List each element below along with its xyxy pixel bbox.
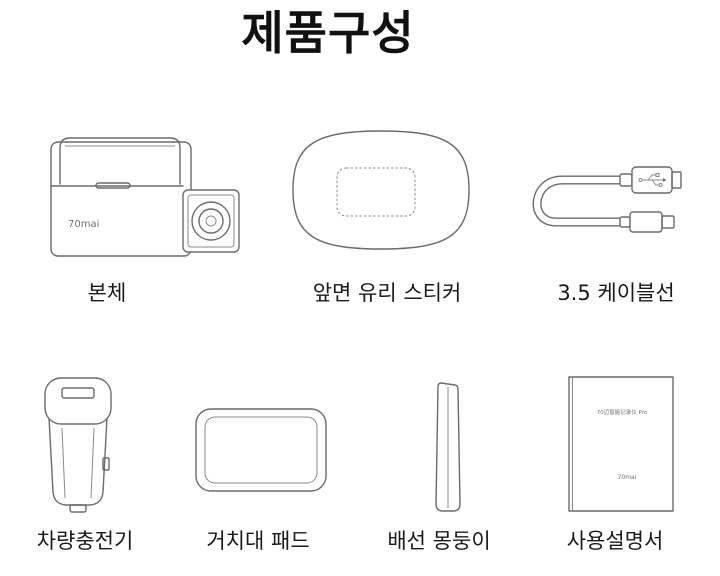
- component-user-manual: 70迈智能记录仪 Pro 70mai 사용설명서: [565, 374, 677, 553]
- pad-inner: [204, 416, 318, 484]
- component-label: 3.5 케이블선: [557, 281, 675, 305]
- charger-head: [44, 377, 112, 425]
- cable-wire: [532, 175, 622, 227]
- pry-tool-icon: [435, 382, 461, 512]
- mount-pad-icon: [195, 408, 327, 492]
- page-title: 제품구성: [241, 6, 415, 60]
- component-usb-cable: 3.5 케이블선: [522, 150, 684, 305]
- charger-side-contact: [102, 457, 110, 471]
- usb-a-plug: [619, 166, 682, 194]
- charger-tip: [69, 504, 87, 513]
- component-dashcam-body: 70mai 본체: [48, 132, 243, 305]
- component-label: 사용설명서: [566, 529, 664, 553]
- component-windshield-sticker: 앞면 유리 스티커: [288, 126, 474, 305]
- user-manual-icon: 70迈智能记录仪 Pro 70mai: [568, 376, 674, 512]
- component-pry-tool: 배선 몽둥이: [387, 378, 491, 553]
- dashcam-body-icon: 70mai: [50, 137, 240, 257]
- usb-cable-icon: [532, 166, 682, 233]
- camera-module: [182, 189, 240, 253]
- sticker-adhesive-area: [336, 167, 416, 217]
- component-label: 차량충전기: [36, 529, 134, 553]
- dashcam-mount: [59, 137, 181, 185]
- component-label: 배선 몽둥이: [387, 529, 491, 553]
- dashcam-housing: [50, 141, 192, 257]
- manual-cover: [568, 376, 674, 512]
- dashcam-slot: [95, 182, 131, 189]
- car-charger-icon: [44, 377, 112, 513]
- sticker-outline: [292, 130, 470, 250]
- dashcam-logo: 70mai: [68, 219, 99, 230]
- camera-lens: [191, 201, 231, 241]
- component-mount-pad: 거치대 패드: [192, 405, 330, 553]
- manual-cover-title: 70迈智能记录仪 Pro: [597, 408, 648, 416]
- pad-outer: [195, 408, 327, 492]
- windshield-sticker-icon: [292, 130, 470, 250]
- component-label: 본체: [87, 281, 127, 305]
- charger-usb-port: [61, 387, 95, 399]
- charger-body: [48, 417, 108, 506]
- usb-symbol-icon: [638, 173, 667, 187]
- micro-usb-plug: [619, 211, 675, 233]
- component-car-charger: 차량충전기: [37, 374, 133, 553]
- manual-logo: 70mai: [618, 474, 637, 481]
- pry-tool-outline: [435, 382, 461, 512]
- component-label: 앞면 유리 스티커: [312, 281, 462, 305]
- component-label: 거치대 패드: [206, 529, 310, 553]
